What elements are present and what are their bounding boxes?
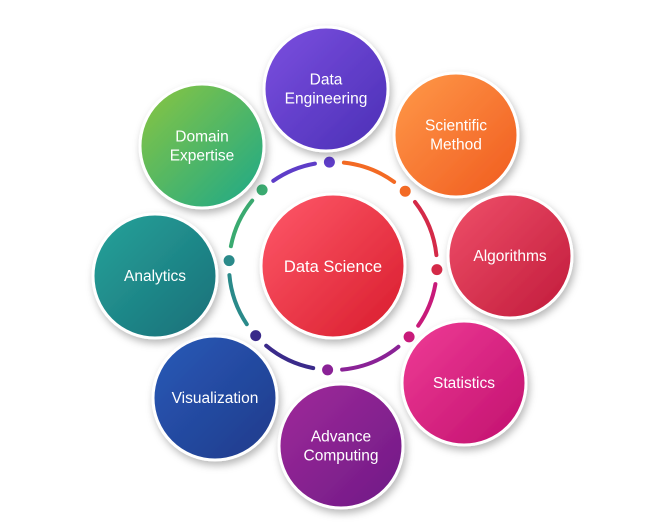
ring-segment (264, 343, 316, 371)
ring-segment (227, 273, 249, 327)
center-circle (259, 192, 407, 340)
connector-dot-algorithms (429, 262, 445, 278)
node-label: Scientific (425, 118, 487, 135)
ring-segment (228, 198, 255, 249)
node-label: Expertise (170, 148, 235, 165)
node-label: Analytics (124, 268, 186, 285)
connector-dot-domain-expertise (254, 182, 270, 198)
ring-segment (413, 200, 439, 258)
connector-ring (227, 160, 439, 372)
node-circle (138, 82, 266, 210)
node-label: Engineering (285, 91, 368, 108)
connector-dot-visualization (248, 328, 264, 344)
node-circle (446, 192, 574, 320)
node-circle (392, 71, 520, 199)
center-node: Data Science (259, 192, 407, 340)
node-statistics: Statistics (400, 319, 528, 447)
node-label: Domain (175, 129, 228, 146)
node-visualization: Visualization (151, 334, 279, 462)
node-analytics: Analytics (91, 212, 219, 340)
node-label: Data (310, 72, 343, 89)
node-label: Advance (311, 429, 371, 446)
node-label: Computing (304, 448, 379, 465)
ring-segment (340, 344, 401, 372)
ring-segment (416, 282, 438, 328)
ring-segment (271, 161, 317, 183)
node-circle (262, 25, 390, 153)
node-label: Visualization (172, 390, 259, 407)
topic-nodes: DataEngineeringScientificMethodAlgorithm… (91, 25, 574, 510)
connector-dot-scientific-method (397, 183, 413, 199)
node-algorithms: Algorithms (446, 192, 574, 320)
connector-dot-analytics (221, 253, 237, 269)
node-label: Method (430, 137, 482, 154)
connector-dot-statistics (401, 329, 417, 345)
node-label: Statistics (433, 375, 495, 392)
node-circle (91, 212, 219, 340)
node-label: Algorithms (473, 248, 546, 265)
node-circle (151, 334, 279, 462)
center-label: Data Science (284, 258, 382, 276)
node-circle (277, 382, 405, 510)
connector-dots (221, 154, 445, 378)
node-circle (400, 319, 528, 447)
ring-segment (341, 160, 397, 184)
connector-dot-advance-computing (320, 362, 336, 378)
connector-dot-data-engineering (321, 154, 337, 170)
